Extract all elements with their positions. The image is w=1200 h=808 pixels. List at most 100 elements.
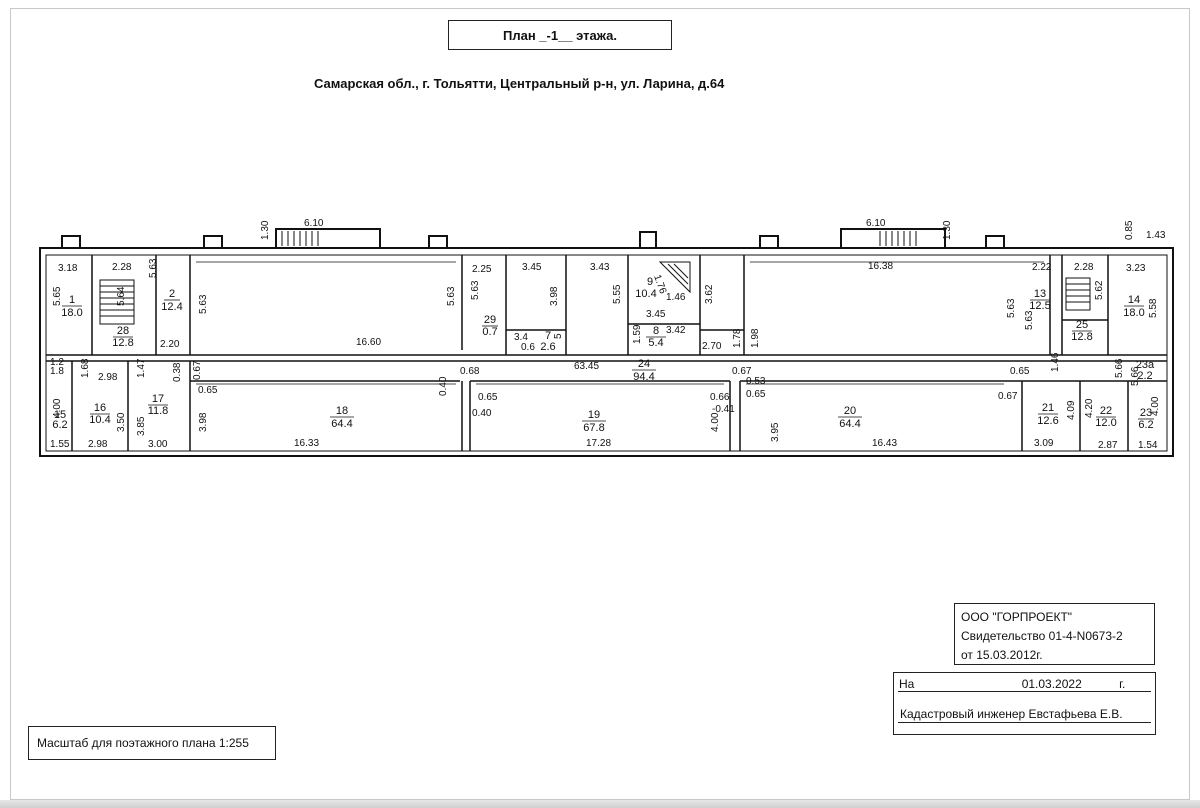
window-pit	[428, 235, 448, 249]
dim-label: 1.68	[80, 358, 91, 378]
room-number: 16	[94, 402, 106, 414]
room-number: 24	[638, 358, 650, 370]
scale-box: Масштаб для поэтажного плана 1:255	[28, 726, 276, 760]
dim-label: 16.33	[294, 438, 319, 449]
dim-label: 5.64	[116, 286, 127, 306]
room-area: 12.8	[112, 337, 133, 349]
room-area: 12.4	[161, 301, 182, 313]
dim-label: 0.66	[710, 392, 730, 403]
room-area: 12.8	[1071, 331, 1092, 343]
dim-label: 63.45	[574, 361, 599, 372]
dim-label: 2.70	[702, 341, 722, 352]
dim-label: 1.98	[750, 328, 761, 348]
dim-label: 4.00	[1150, 396, 1161, 416]
dim-label: 0.65	[478, 392, 498, 403]
window-pit	[639, 231, 657, 249]
dim-label: 6.10	[866, 218, 886, 229]
dim-label: 2.98	[98, 372, 118, 383]
room-number: 8	[653, 325, 659, 337]
room-number: 18	[336, 405, 348, 417]
signoff-date: 01.03.2022	[1021, 677, 1082, 691]
dim-label: 2.25	[472, 264, 492, 275]
dim-label: 4.09	[1066, 400, 1077, 420]
room-area: 94.4	[633, 371, 654, 383]
room-number: 25	[1076, 319, 1088, 331]
inner-wall-line	[45, 254, 1168, 452]
dim-label: 5.63	[1006, 298, 1017, 318]
dim-label: 3.23	[1126, 263, 1146, 274]
dim-label: 5.66	[1130, 366, 1141, 386]
room-area: 12.6	[1037, 415, 1058, 427]
room-number: 9	[647, 276, 653, 288]
dim-label: 4.00	[52, 398, 63, 418]
dim-label: 3.18	[58, 263, 78, 274]
dim-label: 3.42	[666, 325, 686, 336]
dim-label: 16.38	[868, 261, 893, 272]
dim-label: 1.43	[1146, 230, 1166, 241]
signoff-box: На 01.03.2022 г. Кадастровый инженер Евс…	[893, 672, 1156, 735]
sheet-border	[10, 8, 1190, 800]
dim-label: 2.87	[1098, 440, 1118, 451]
room-number: 1	[69, 294, 75, 306]
dim-label: 5	[553, 333, 564, 339]
room-area: 64.4	[331, 418, 352, 430]
dim-label: 3.50	[116, 412, 127, 432]
dim-label: 5.66	[1114, 358, 1125, 378]
dim-label: 5.62	[1094, 280, 1105, 300]
dim-label: 3.98	[549, 286, 560, 306]
room-number: 29	[484, 314, 496, 326]
dim-label: 0.67	[732, 366, 752, 377]
dim-label: 0.53	[746, 376, 766, 387]
room-number: 28	[117, 325, 129, 337]
dim-label: 3.45	[522, 262, 542, 273]
dim-label: 2.22	[1032, 262, 1052, 273]
dim-label: 2.28	[112, 262, 132, 273]
stair-hatch-right	[879, 231, 917, 246]
dim-label: 2.20	[160, 339, 180, 350]
dim-label: 16.60	[356, 337, 381, 348]
room-area: 18.0	[1123, 307, 1144, 319]
dim-label: 3.45	[646, 309, 666, 320]
entrance-stair-right	[840, 228, 946, 249]
company-certificate-date: от 15.03.2012г.	[961, 648, 1043, 662]
dim-label: 3.43	[590, 262, 610, 273]
cadastral-engineer: Кадастровый инженер Евстафьева Е.В.	[900, 707, 1123, 721]
dim-label: 2.28	[1074, 262, 1094, 273]
dim-label: 5.63	[1024, 310, 1035, 330]
plan-title-box: План _-1__ этажа.	[448, 20, 672, 50]
dim-label: 1.59	[632, 324, 643, 344]
plan-title: План _-1__ этажа.	[503, 27, 617, 43]
dim-label: 1.46	[666, 292, 686, 303]
dim-label: 3.4	[514, 332, 528, 343]
dim-label: 0.38	[172, 362, 183, 382]
dim-label: 1.55	[50, 439, 70, 450]
room-number: 17	[152, 393, 164, 405]
room-area: 10.4	[89, 414, 110, 426]
dim-label: 1.54	[1138, 440, 1158, 451]
window-pit	[759, 235, 779, 249]
room-number: 7	[545, 330, 551, 342]
entrance-stair-left	[275, 228, 381, 249]
dim-label: 17.28	[586, 438, 611, 449]
room-area: 6.2	[52, 419, 67, 431]
room-area: 10.4	[635, 288, 656, 300]
date-underline	[898, 691, 1151, 692]
room-number: 14	[1128, 294, 1140, 306]
dim-label: 0.67	[998, 391, 1018, 402]
room-area: 0.7	[482, 326, 497, 338]
dim-label: 1.78	[732, 328, 743, 348]
room-number: 22	[1100, 405, 1112, 417]
dim-label: 4.00	[710, 412, 721, 432]
signoff-year-suffix: г.	[1119, 677, 1126, 691]
dim-label: 0.40	[438, 376, 449, 396]
room-area: 18.0	[61, 307, 82, 319]
dim-label: 3.95	[770, 422, 781, 442]
dim-label: 5.63	[470, 280, 481, 300]
internal-stair-9	[658, 261, 691, 294]
window-pit	[985, 235, 1005, 249]
room-number: 19	[588, 409, 600, 421]
dim-label: 5.65	[52, 286, 63, 306]
internal-stair-25	[1065, 277, 1091, 311]
window-pit	[203, 235, 223, 249]
